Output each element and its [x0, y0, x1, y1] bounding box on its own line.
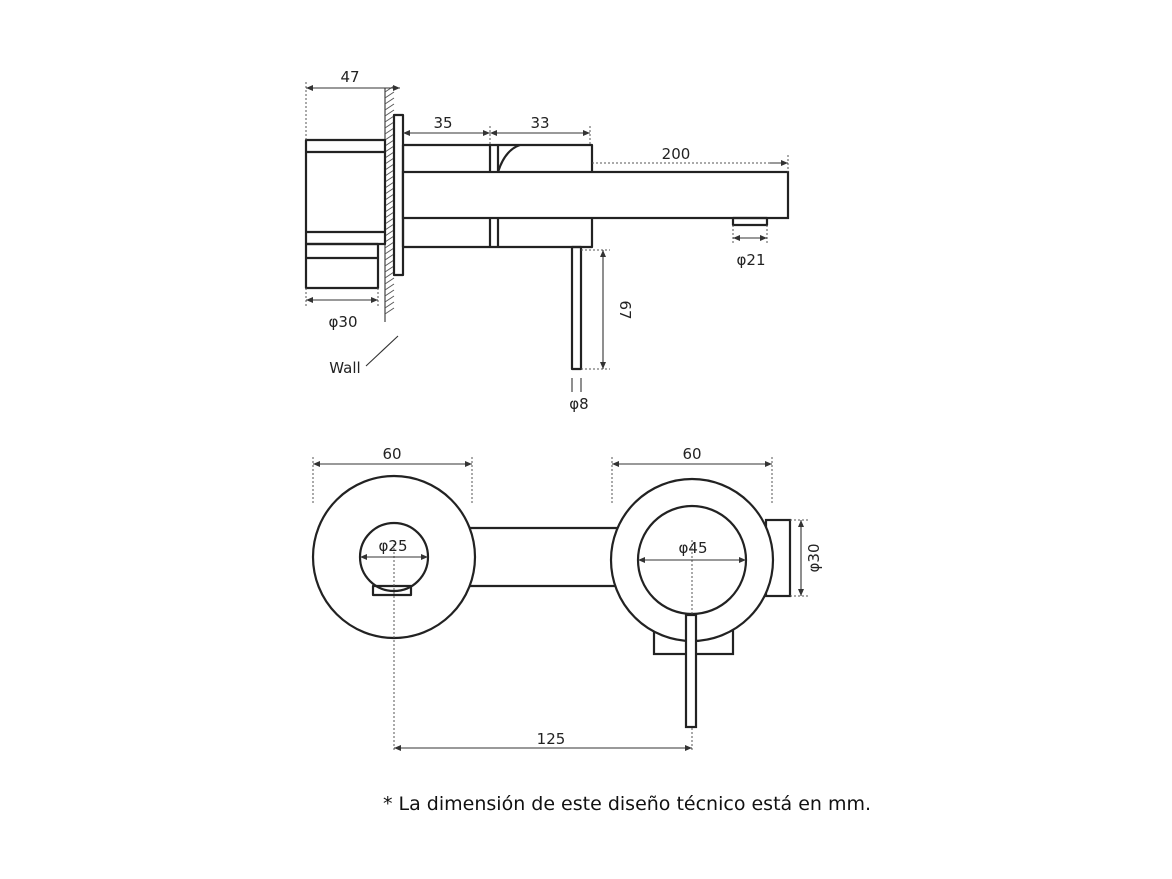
hatch-line — [384, 289, 395, 297]
hatch-line — [384, 307, 395, 315]
dim-body-b-label: 33 — [530, 114, 549, 132]
hatch-line — [384, 205, 395, 213]
hatch-line — [384, 115, 395, 123]
dim-center-distance: 125 — [394, 730, 692, 751]
hatch-line — [384, 145, 395, 153]
hatch-line — [384, 139, 395, 147]
hatch-line — [384, 121, 395, 129]
dim-spout-label: 200 — [662, 145, 691, 163]
wall-hatch — [384, 85, 395, 322]
left-plate — [311, 474, 477, 750]
spout — [401, 170, 790, 227]
hatch-line — [384, 277, 395, 285]
lever — [570, 245, 583, 371]
hatch-line — [384, 163, 395, 171]
hatch-line — [384, 187, 395, 195]
hatch-line — [384, 199, 395, 207]
dim-center-distance-label: 125 — [537, 730, 566, 748]
dim-spout: 200 — [592, 145, 789, 172]
hatch-line — [384, 85, 395, 93]
dim-left-plate: 60 — [312, 445, 473, 505]
wall-callout: Wall — [329, 335, 399, 377]
dim-outlet: φ21 — [732, 225, 768, 269]
dim-side-outlet: φ30 — [790, 519, 823, 597]
dim-lever-dia-label: φ8 — [569, 395, 588, 413]
hatch-line — [384, 247, 395, 255]
hatch-line — [384, 127, 395, 135]
hatch-line — [384, 253, 395, 261]
dim-right-inner: φ45 — [638, 539, 746, 563]
dim-trim: φ30 — [305, 288, 379, 331]
dim-body-a: 35 — [403, 114, 491, 145]
hatch-line — [384, 193, 395, 201]
dim-wall-depth: 47 — [305, 68, 400, 140]
side-view: 47 35 33 200 φ21 — [304, 68, 790, 413]
hatch-line — [384, 97, 395, 105]
dim-body-a-label: 35 — [433, 114, 452, 132]
hatch-line — [384, 151, 395, 159]
dim-left-inner: φ25 — [360, 537, 428, 560]
connecting-bar — [466, 526, 620, 588]
hatch-line — [384, 241, 395, 249]
dim-body-b: 33 — [490, 114, 591, 145]
hatch-line — [384, 211, 395, 219]
dim-lever-length: 67 — [581, 249, 634, 370]
wall-box — [304, 138, 387, 290]
footnote: * La dimensión de este diseño técnico es… — [383, 793, 871, 815]
hatch-line — [384, 181, 395, 189]
hatch-line — [384, 175, 395, 183]
hatch-line — [384, 157, 395, 165]
dim-left-plate-label: 60 — [382, 445, 401, 463]
hatch-line — [384, 235, 395, 243]
wall-label: Wall — [329, 359, 360, 377]
hatch-line — [384, 91, 395, 99]
hatch-line — [384, 259, 395, 267]
hatch-line — [384, 271, 395, 279]
front-view: 60 60 φ25 φ45 φ30 125 — [311, 445, 823, 751]
hatch-line — [384, 229, 395, 237]
dim-wall-depth-label: 47 — [340, 68, 359, 86]
hatch-line — [384, 265, 395, 273]
hatch-line — [384, 301, 395, 309]
dim-lever-dia: φ8 — [569, 378, 589, 413]
dim-left-inner-label: φ25 — [379, 537, 408, 555]
hatch-line — [384, 223, 395, 231]
hatch-line — [384, 109, 395, 117]
front-lever — [684, 613, 698, 729]
dim-side-outlet-label: φ30 — [805, 544, 823, 573]
hatch-line — [384, 283, 395, 291]
dim-right-inner-label: φ45 — [679, 539, 708, 557]
dim-lever-length-label: 67 — [616, 300, 634, 319]
hatch-line — [384, 169, 395, 177]
dim-right-plate-label: 60 — [682, 445, 701, 463]
hatch-line — [384, 217, 395, 225]
dim-outlet-label: φ21 — [737, 251, 766, 269]
dim-trim-label: φ30 — [329, 313, 358, 331]
dim-right-plate: 60 — [611, 445, 773, 505]
hatch-line — [384, 133, 395, 141]
wall-flange — [392, 113, 405, 277]
hatch-line — [384, 295, 395, 303]
hatch-line — [384, 103, 395, 111]
